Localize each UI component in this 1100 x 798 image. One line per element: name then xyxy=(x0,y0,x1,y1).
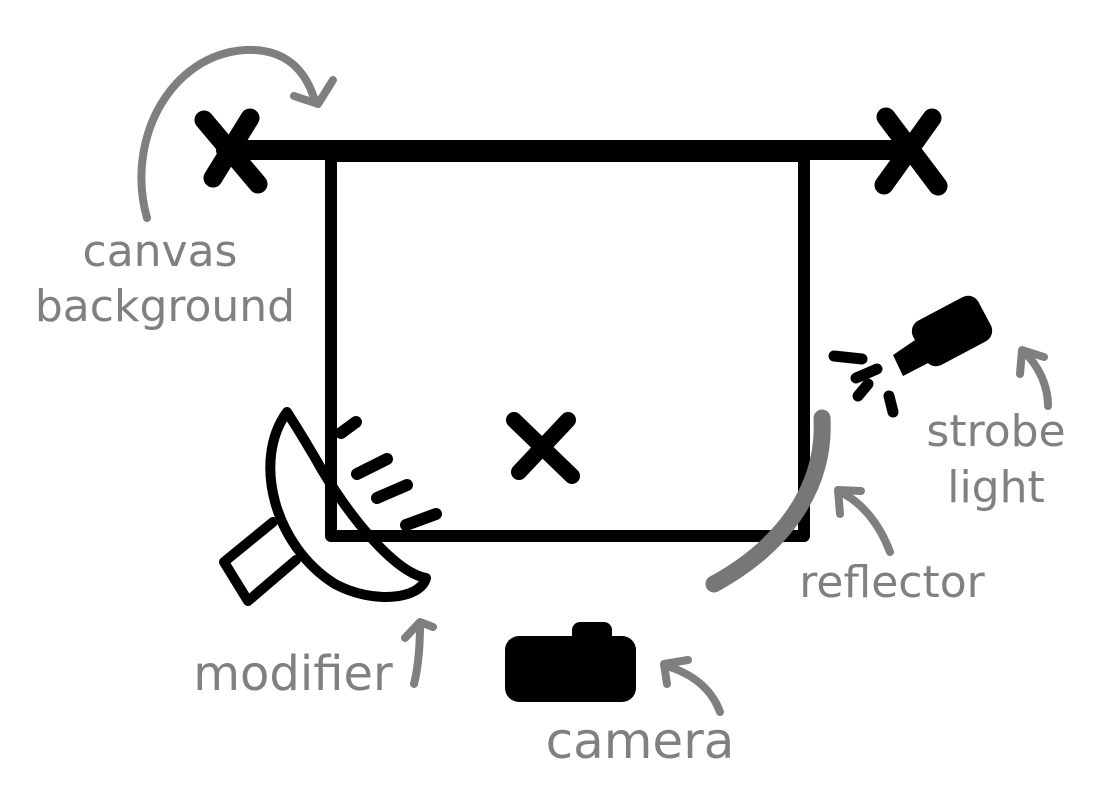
canvas-background-arrow xyxy=(137,45,337,222)
canvas-background-label-line1: canvas xyxy=(83,226,238,277)
left-stand-x-icon xyxy=(194,108,268,194)
camera-icon xyxy=(505,622,636,702)
strobe-light-label-line1: strobe xyxy=(926,406,1065,457)
reflector-label: reflector xyxy=(799,557,985,608)
strobe-light-label-line2: light xyxy=(947,462,1045,513)
camera-label: camera xyxy=(546,712,735,770)
camera-arrow xyxy=(660,656,724,716)
reflector-arrow xyxy=(834,486,894,556)
modifier-label: modifier xyxy=(193,646,393,702)
canvas-frame xyxy=(325,150,810,542)
strobe-light-icon xyxy=(828,295,993,418)
canvas-backdrop xyxy=(216,140,922,542)
subject-x-icon xyxy=(506,412,580,484)
right-stand-x-icon xyxy=(874,107,948,196)
reflector-icon xyxy=(705,409,831,593)
modifier-arrow xyxy=(401,618,437,688)
canvas-background-label-line2: background xyxy=(35,281,295,332)
strobe-light-arrow xyxy=(1016,346,1052,410)
modifier-icon xyxy=(219,407,442,606)
